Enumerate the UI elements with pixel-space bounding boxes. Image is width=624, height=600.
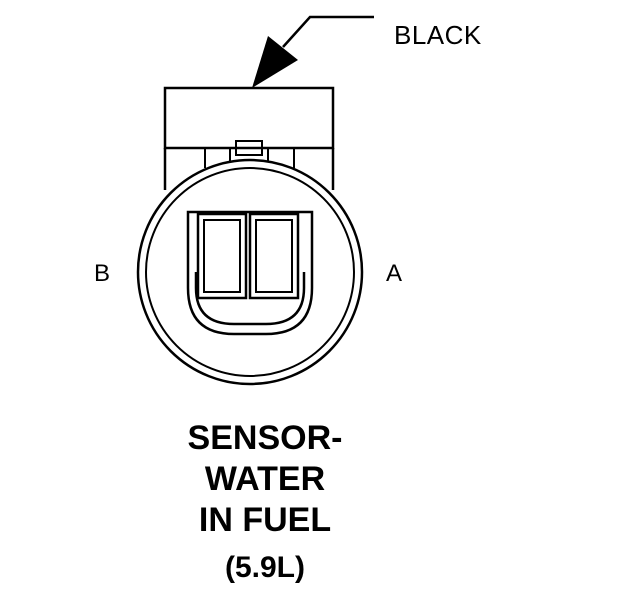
callout-leader xyxy=(252,15,374,88)
title-line-3: IN FUEL xyxy=(198,501,332,539)
title-line-2: WATER xyxy=(204,460,326,498)
title-line-1: SENSOR- xyxy=(187,419,343,457)
pin-a-label: A xyxy=(386,260,403,287)
terminal-cavity xyxy=(186,210,314,336)
connector-shroud xyxy=(163,86,335,190)
diagram-title: SENSOR- WATER IN FUEL (5.9L) xyxy=(120,418,410,583)
terminal-pins xyxy=(196,212,300,300)
pin-b-label: B xyxy=(94,260,111,287)
wire-color-label: BLACK xyxy=(394,20,482,50)
engine-subtitle: (5.9L) xyxy=(224,551,305,584)
